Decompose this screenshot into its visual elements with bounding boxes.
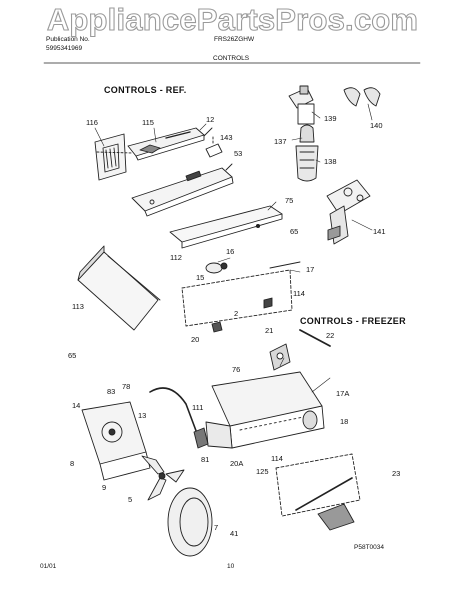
part-label-81: 81 [201,455,210,464]
part-7-shroud [167,487,213,557]
part-label-114-bottom: 114 [271,454,283,463]
drawing-code: P58T0034 [354,544,384,551]
part-label-141: 141 [373,227,386,236]
publication-label: Publication No. [46,36,90,43]
part-label-75: 75 [285,196,294,205]
part-label-17: 17 [306,265,315,274]
part-20-clip [211,321,223,333]
part-label-22: 22 [326,331,335,340]
part-label-41: 41 [230,529,239,538]
part-143-knob [205,136,223,158]
part-label-111: 111 [192,403,204,412]
part-label-138: 138 [324,157,337,166]
part-label-143: 143 [220,133,233,142]
publication-number: 5995341969 [46,45,83,52]
part-label-115: 115 [142,118,154,127]
part-label-125: 125 [256,467,269,476]
part-label-8: 8 [70,459,75,468]
part-12-bracket [127,127,213,161]
part-label-13: 13 [138,411,147,420]
part-label-113: 113 [72,302,84,311]
part-label-17A: 17A [336,389,350,398]
part-label-116: 116 [86,118,98,127]
part-label-2: 2 [234,309,239,318]
part-label-15: 15 [196,273,205,282]
part-label-16: 16 [226,247,235,256]
section-title-freezer: CONTROLS - FREEZER [300,316,406,326]
page-number: 10 [227,563,235,570]
part-138-cover [295,145,319,182]
part-137-bulb [299,124,315,143]
part-label-76: 76 [232,365,241,374]
watermark-text: AppliancePartsPros.com [46,1,419,37]
page-title: CONTROLS [213,55,250,62]
part-label-20: 20 [191,335,200,344]
part-label-114-top: 114 [293,289,305,298]
model-number: FRS26ZGHW [214,36,255,43]
part-139-socket [288,85,315,125]
part-label-23: 23 [392,469,401,478]
part-label-12: 12 [206,115,215,124]
part-label-9: 9 [102,483,107,492]
part-label-18: 18 [340,417,349,426]
part-111-harness [149,387,209,449]
section-title-ref: CONTROLS - REF. [104,85,187,95]
part-label-83: 83 [107,387,116,396]
part-15-bulb [205,262,228,274]
footer-date: 01/01 [40,563,57,570]
part-label-139: 139 [324,114,337,123]
part-label-53: 53 [234,149,243,158]
leader-lines [94,103,373,393]
part-23-tube [275,453,361,531]
part-label-20A: 20A [230,459,244,468]
part-53-housing [131,163,234,217]
part-113-tray [77,245,161,331]
part-116-switch [94,133,133,181]
part-9-fan-blade [141,455,185,501]
part-22-wire [299,329,331,347]
part-76-housing [205,371,325,449]
part-label-78: 78 [122,382,131,391]
part-label-7: 7 [214,523,219,532]
part-140-clips [343,87,381,107]
part-label-14: 14 [72,401,81,410]
part-label-140: 140 [370,121,383,130]
part-21-switch [269,343,291,371]
part-75-plate [169,205,283,249]
part-label-5: 5 [128,495,133,504]
part-label-112: 112 [170,253,182,262]
part-114-screw-a [263,297,273,309]
part-label-65-mid: 65 [68,351,77,360]
part-label-21: 21 [265,326,274,335]
part-label-137: 137 [274,137,287,146]
part-17-frame [181,261,301,327]
part-label-65-top: 65 [290,227,299,236]
part-18-knob [302,410,318,430]
part-141-damper [326,179,371,245]
